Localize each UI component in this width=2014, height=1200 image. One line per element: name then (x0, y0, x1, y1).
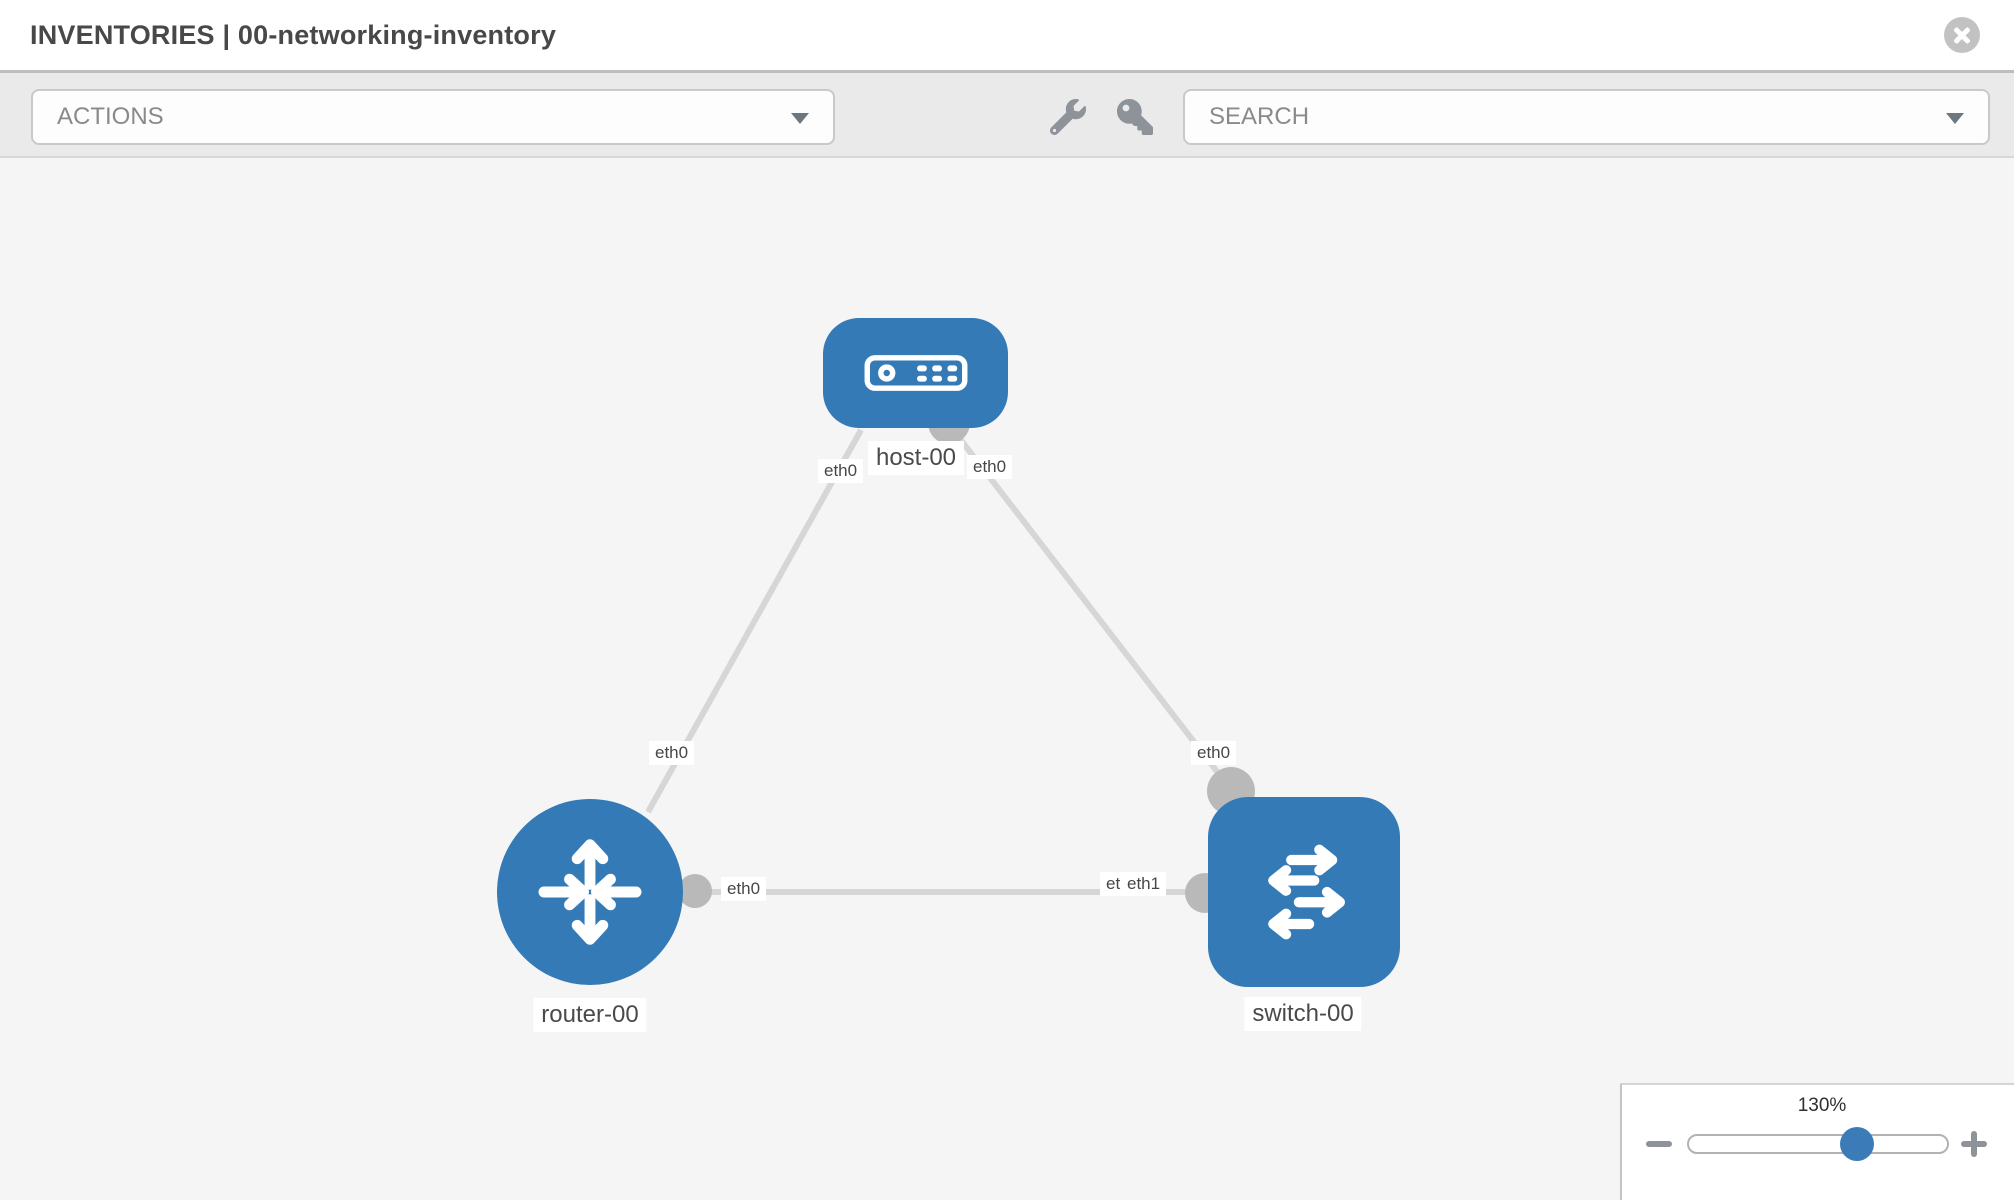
zoom-slider-knob[interactable] (1840, 1127, 1874, 1161)
interface-label-eth0: eth0 (1191, 741, 1237, 765)
node-host-00[interactable] (823, 318, 1008, 428)
page-title: INVENTORIES | 00-networking-inventory (30, 19, 557, 50)
wrench-icon[interactable] (1049, 99, 1086, 136)
router-icon (538, 839, 642, 945)
zoom-in-button[interactable] (1961, 1141, 1987, 1147)
zoom-slider-track[interactable] (1687, 1134, 1949, 1154)
interface-label-eth1: eth1 (1121, 872, 1167, 896)
chevron-down-icon (791, 113, 809, 124)
chevron-down-icon (1946, 113, 1964, 124)
node-label-router[interactable]: router-00 (533, 998, 647, 1032)
interface-label-eth0: eth0 (818, 459, 864, 483)
toolbar: ACTIONS SEARCH (0, 70, 2014, 158)
node-switch-00[interactable] (1208, 797, 1400, 987)
node-router-00[interactable] (497, 799, 683, 985)
interface-label-eth0: eth0 (967, 455, 1013, 479)
host-icon (864, 355, 967, 391)
node-label-host[interactable]: host-00 (867, 441, 965, 475)
switch-icon (1268, 844, 1345, 940)
interface-label-eth0: eth0 (721, 877, 767, 901)
zoom-panel: 130% (1620, 1083, 2014, 1200)
wrench-icon (1049, 99, 1086, 136)
key-icon (1117, 99, 1153, 135)
search-placeholder: SEARCH (1209, 103, 1310, 130)
zoom-level-value: 130% (1797, 1095, 1847, 1116)
interface-label-eth0: eth0 (649, 741, 695, 765)
topology-canvas[interactable] (0, 158, 2014, 1200)
zoom-out-button[interactable] (1646, 1141, 1672, 1147)
title-bar: INVENTORIES | 00-networking-inventory (0, 0, 2014, 70)
search-dropdown[interactable]: SEARCH (1183, 89, 1990, 145)
close-button[interactable] (1944, 17, 1980, 53)
actions-dropdown-label: ACTIONS (57, 103, 164, 130)
key-icon[interactable] (1117, 99, 1153, 135)
actions-dropdown[interactable]: ACTIONS (31, 89, 835, 145)
node-label-switch[interactable]: switch-00 (1244, 997, 1362, 1031)
